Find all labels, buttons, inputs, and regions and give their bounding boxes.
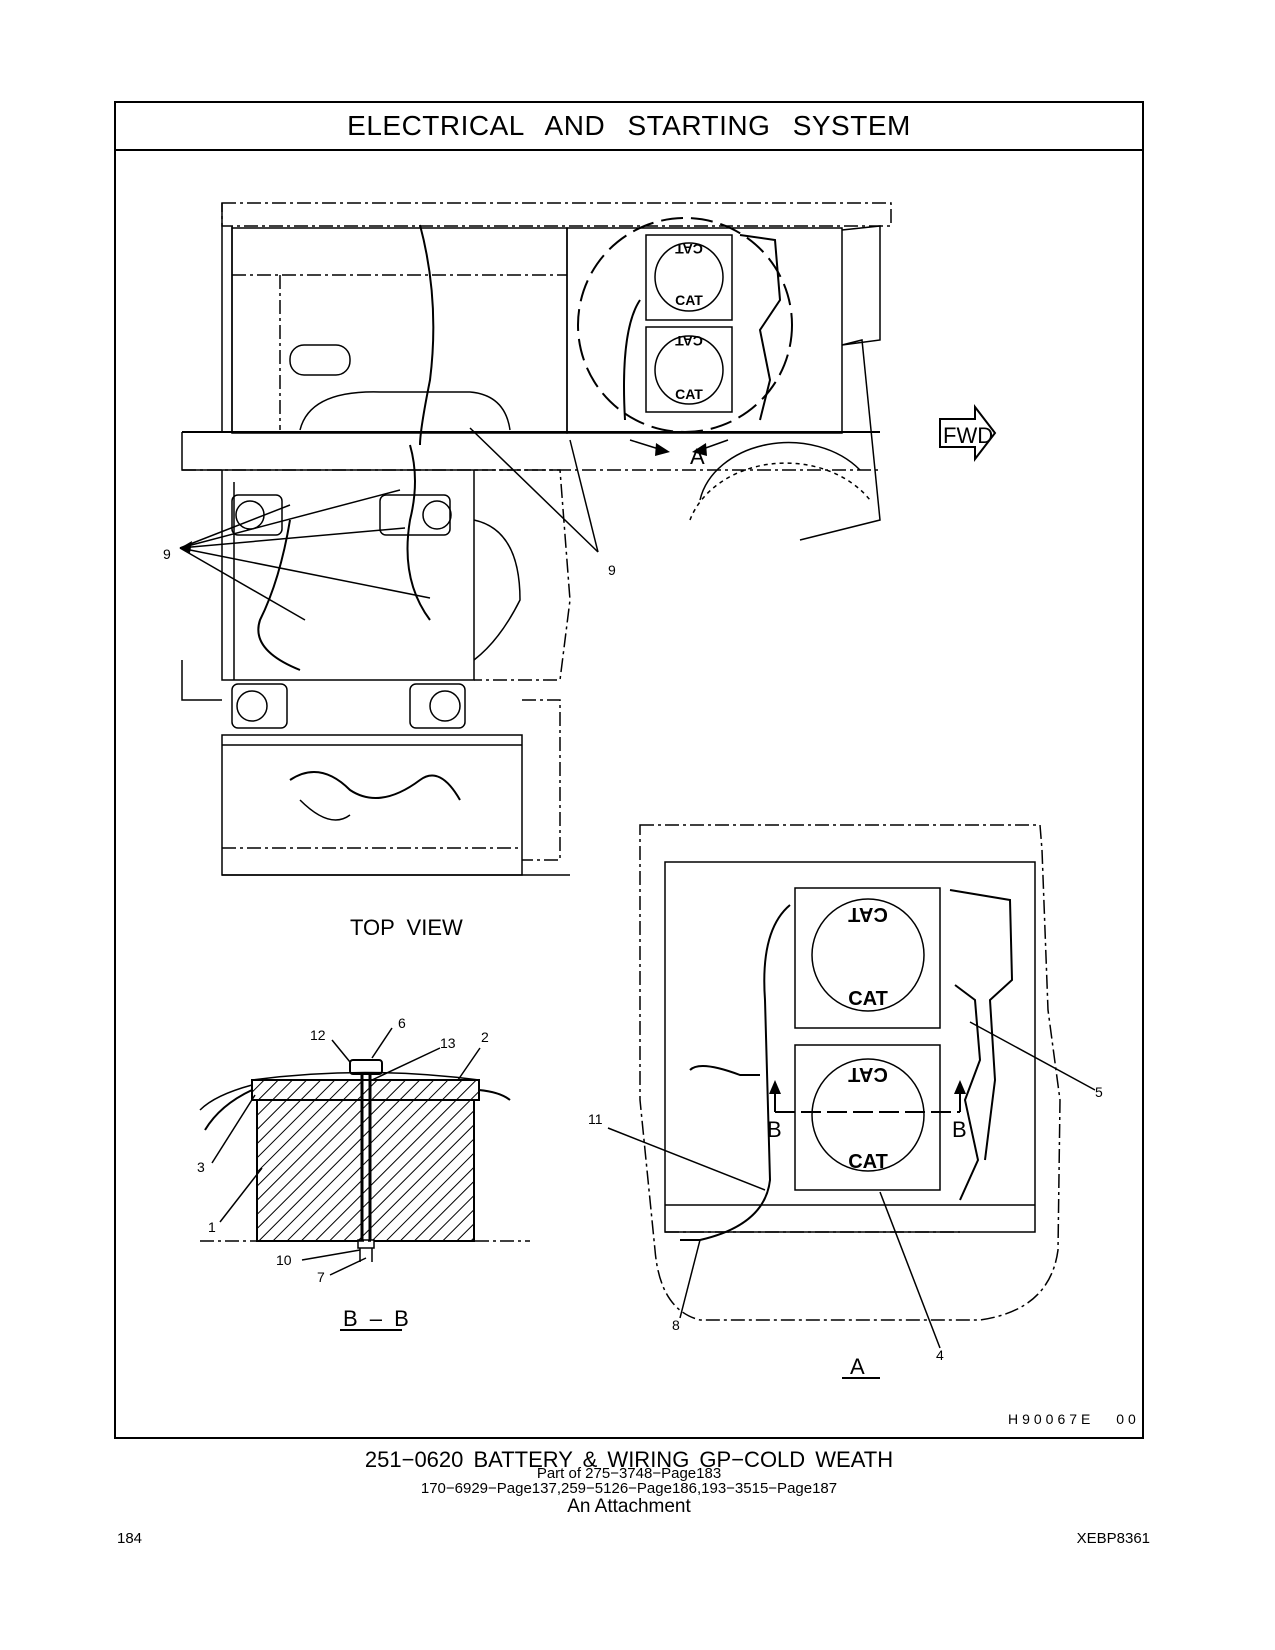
callout-8: 8 bbox=[672, 1317, 680, 1333]
drawing-number: H90067E 00 bbox=[1008, 1411, 1140, 1427]
detail-battery-logo-group: CAT CAT CAT CAT bbox=[848, 903, 888, 1173]
battery-logo-mark: CAT bbox=[675, 292, 703, 308]
callout-5: 5 bbox=[1095, 1084, 1103, 1100]
battery-logo-mark: CAT bbox=[675, 241, 703, 257]
battery-logo-mark: CAT bbox=[848, 988, 888, 1010]
section-b-marker-left: B bbox=[767, 1117, 782, 1142]
battery-logo-mark: CAT bbox=[848, 1063, 888, 1085]
top-view-drawing bbox=[179, 202, 997, 876]
section-bb-label: B – B bbox=[343, 1306, 409, 1331]
battery-logo-mark: CAT bbox=[675, 333, 703, 349]
callout-13: 13 bbox=[440, 1035, 456, 1051]
callout-7: 7 bbox=[317, 1269, 325, 1285]
drawing-frame: ELECTRICAL AND STARTING SYSTEM bbox=[114, 101, 1144, 1439]
part-of-caption: Part of 275−3748−Page183 bbox=[536, 1465, 722, 1482]
part-caption: 251−0620 BATTERY & WIRING GP−COLD WEATH bbox=[364, 1447, 894, 1472]
battery-logo-mark: CAT bbox=[848, 1151, 888, 1173]
attachment-caption: An Attachment bbox=[567, 1496, 691, 1517]
callout-11: 11 bbox=[588, 1111, 603, 1127]
section-b-marker-right: B bbox=[952, 1117, 967, 1142]
top-view-label: TOP VIEW bbox=[350, 915, 463, 940]
callout-1: 1 bbox=[208, 1219, 216, 1235]
section-bb-drawing bbox=[199, 1027, 530, 1331]
callout-6: 6 bbox=[398, 1015, 406, 1031]
callout-3: 3 bbox=[197, 1159, 205, 1175]
callout-10: 10 bbox=[276, 1252, 292, 1268]
callout-9-left: 9 bbox=[163, 546, 171, 562]
detail-a-drawing bbox=[607, 824, 1096, 1379]
battery-logo-group: CAT CAT CAT CAT bbox=[675, 241, 704, 402]
battery-logo-mark: CAT bbox=[675, 386, 703, 402]
page-number: 184 bbox=[117, 1530, 143, 1547]
detail-a-label: A bbox=[850, 1354, 865, 1379]
page-title: ELECTRICAL AND STARTING SYSTEM bbox=[116, 103, 1142, 151]
forward-arrow-label: FWD bbox=[943, 423, 994, 448]
references-caption: 170−6929−Page137,259−5126−Page186,193−35… bbox=[420, 1480, 838, 1497]
callout-4: 4 bbox=[936, 1347, 944, 1363]
callout-2: 2 bbox=[481, 1029, 489, 1045]
callout-12: 12 bbox=[310, 1027, 326, 1043]
battery-logo-mark: CAT bbox=[848, 903, 888, 925]
callout-9-right: 9 bbox=[608, 562, 616, 578]
detail-a-marker: A bbox=[690, 444, 705, 469]
document-id: XEBP8361 bbox=[1076, 1530, 1150, 1547]
